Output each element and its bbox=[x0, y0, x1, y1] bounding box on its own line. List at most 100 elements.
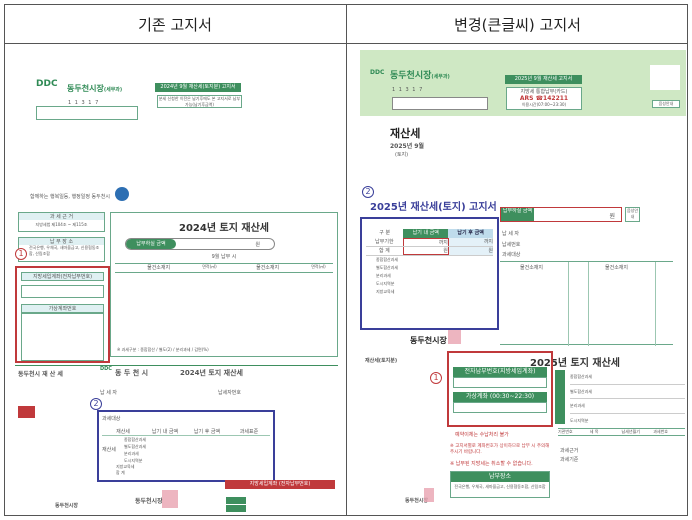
old-badge: 2024년 9월 재산세(토지분) 고지서 bbox=[155, 83, 241, 92]
col-location-2: 물건소재지 bbox=[256, 265, 280, 271]
old-postal-code: 1 1 3 1 7 bbox=[68, 100, 100, 106]
old-red-bar: 지방세입계좌 (전자납부번호) bbox=[225, 480, 335, 489]
total: 합 계 bbox=[116, 470, 125, 475]
old-amount-pill: 납부하실 금액 원 bbox=[125, 238, 275, 250]
row-total: 합 계 bbox=[378, 248, 390, 254]
col-area-2: 면적(㎡) bbox=[311, 264, 326, 269]
tax-basis-text: 지방세법 제104조 ~ 제115조 bbox=[35, 222, 88, 227]
seal-icon bbox=[162, 490, 178, 508]
item: 종합합산과세 bbox=[124, 437, 147, 442]
new-section-title: 2025년 토지 재산세 bbox=[530, 358, 620, 369]
pay-place-text: 전국은행, 우체국, 새마을금고, 신용협동조합, 산림조합 bbox=[29, 245, 100, 256]
old-account-highlight: 지방세입계좌(전자납부번호) 가상계좌번호 bbox=[15, 266, 110, 363]
old-main-title: 2024년 토지 재산세 bbox=[179, 223, 269, 234]
pay-place-label: 납 부 장 소 bbox=[19, 238, 104, 245]
column-divider bbox=[346, 4, 347, 516]
new-basis: 과세근거 bbox=[560, 448, 579, 454]
item: 별도합산과세 bbox=[124, 444, 147, 449]
old-red-tag bbox=[18, 406, 35, 418]
old-issuer: 동두천시장(세무과) bbox=[67, 84, 123, 93]
col-org: 기관번호 bbox=[558, 429, 573, 434]
old-green-cell bbox=[226, 497, 246, 504]
marker-1-old: 1 bbox=[15, 248, 27, 260]
col-misc: 과세표준 bbox=[239, 429, 259, 435]
new-amount-box: 납부하실 금액 원 bbox=[500, 207, 622, 222]
old-bill-heading: 기존 고지서 bbox=[138, 16, 212, 34]
new-tax-number: 납세번호 bbox=[502, 242, 521, 248]
col-ym: 납세년월기 bbox=[621, 429, 640, 434]
new-stamp-city-2: 동두천시장 bbox=[405, 498, 429, 504]
old-slogan-emblem bbox=[115, 187, 129, 201]
new-col-before: 납기 내 금액 bbox=[403, 229, 449, 238]
edu-tax: 지방교육세 bbox=[116, 464, 135, 469]
note-1: 예약이체는 수납처리 불가 bbox=[455, 432, 509, 438]
old-tax-basis-box: 과 세 근 거 지방세법 제104조 ~ 제115조 bbox=[18, 212, 105, 232]
new-e-account: 전자납부번호(지방세입계좌) bbox=[453, 367, 547, 377]
new-address-box bbox=[392, 97, 488, 110]
new-stamp-city: 동두천시장 bbox=[410, 336, 447, 345]
col-before: 납기 내 금액 bbox=[151, 429, 179, 435]
col-no: 과세번호 bbox=[653, 429, 668, 434]
old-tax-number: 납세자번호 bbox=[218, 390, 242, 396]
old-green-cell-2 bbox=[226, 505, 246, 512]
new-postal-code: 1 1 3 1 7 bbox=[392, 87, 424, 93]
new-breakdown: 종합합산과세 별도합산과세 분리과세 도시지역분 bbox=[570, 370, 685, 424]
col-location: 물건소재지 bbox=[147, 265, 171, 271]
new-guide-button[interactable]: 음성안내 bbox=[625, 207, 640, 222]
item: 분리과세 bbox=[376, 273, 391, 278]
new-amount-label: 납부하실 금액 bbox=[501, 208, 534, 221]
old-address-box bbox=[36, 106, 138, 120]
old-main-box: 2024년 토지 재산세 납부하실 금액 원 9월 납부 시 물건소재지 면적(… bbox=[110, 212, 338, 357]
new-col-location-2: 물건소재지 bbox=[605, 265, 629, 271]
item-group: 재산세 bbox=[102, 447, 116, 453]
new-bill-title: 2025년 재산세(토지) 고지서 bbox=[370, 202, 497, 213]
item: 종합합산과세 bbox=[570, 370, 685, 385]
new-tax-name: 재산세 bbox=[390, 127, 421, 140]
item: 종합합산과세 bbox=[376, 257, 399, 262]
new-kind: (토지) bbox=[395, 152, 409, 158]
marker-2-new: 2 bbox=[362, 186, 374, 198]
total-after: 원 bbox=[448, 247, 494, 255]
new-badge: 2025년 9월 재산세 고지서 bbox=[505, 75, 582, 84]
seal-icon bbox=[448, 330, 461, 344]
qr-placeholder bbox=[650, 65, 680, 90]
old-pay-place-box: 납 부 장 소 전국은행, 우체국, 새마을금고, 신용협동조합, 산림조합 bbox=[18, 237, 105, 262]
marker-2-old: 2 bbox=[90, 398, 102, 410]
col-after: 납기 후 금액 bbox=[193, 429, 221, 435]
due-after: 까지 bbox=[448, 238, 494, 246]
old-sep-pay: 9월 납부 시 bbox=[211, 254, 237, 260]
note-2: ※ 고지서별로 계좌번호가 상이하므로 납부 시 주의해 주시기 바랍니다. bbox=[450, 444, 550, 455]
new-target: 과세대상 bbox=[502, 252, 521, 258]
new-col-location: 물건소재지 bbox=[520, 265, 544, 271]
seal-icon bbox=[424, 488, 434, 502]
new-pay-place-label: 납부장소 bbox=[451, 472, 549, 482]
ddc-logo: DDC bbox=[36, 79, 58, 89]
total-before: 원 bbox=[402, 247, 449, 255]
item: 도시지역분 bbox=[570, 417, 589, 423]
item: 별도합산과세 bbox=[376, 265, 399, 270]
old-stub-title: 동두천시 재 산 세 bbox=[18, 371, 63, 378]
edu-tax: 지방교육세 bbox=[376, 289, 395, 294]
due-before: 까지 bbox=[402, 238, 449, 246]
new-amount-table-highlight: 구 분 납기 내 금액 납기 후 금액 납부기한 까지 까지 합 계 원 원 종… bbox=[360, 217, 499, 330]
new-pay-place-box: 납부장소 전국은행, 우체국, 새마을금고, 신용협동조합, 산림조합 bbox=[450, 471, 550, 498]
item: 도시지역분 bbox=[124, 458, 143, 463]
ars-title: 지방세 통합납부(카드) bbox=[520, 89, 568, 95]
new-ddc-logo: DDC bbox=[370, 69, 385, 76]
new-stub-title: 재산세(토지분) bbox=[365, 358, 398, 364]
old-amount-label: 납부하실 금액 bbox=[126, 239, 176, 249]
old-stub-logo: DDC bbox=[100, 366, 112, 372]
new-code-header: 기관번호 세 목 납세년월기 과세번호 bbox=[558, 428, 685, 436]
new-col-after: 납기 후 금액 bbox=[448, 229, 494, 238]
new-pay-place-text: 전국은행, 우체국, 새마을금고, 신용협동조합, 산림조합 bbox=[454, 484, 546, 489]
guide-button[interactable]: 음성안내 bbox=[652, 100, 680, 108]
new-green-sidebar bbox=[555, 370, 565, 424]
col-item: 세 목 bbox=[589, 429, 599, 434]
tax-basis-label: 과 세 근 거 bbox=[19, 213, 104, 220]
ars-hours: 이용시간(07:00~23:30) bbox=[521, 102, 567, 107]
item: 분리과세 bbox=[570, 399, 685, 414]
old-slogan: 함께하는 행복일등, 행정일정 동두천시 bbox=[30, 194, 110, 200]
ars-number: ARS ☎142211 bbox=[519, 95, 569, 102]
old-account-label: 지방세입계좌(전자납부번호) bbox=[21, 272, 104, 281]
row-due: 납부기한 bbox=[375, 239, 394, 245]
